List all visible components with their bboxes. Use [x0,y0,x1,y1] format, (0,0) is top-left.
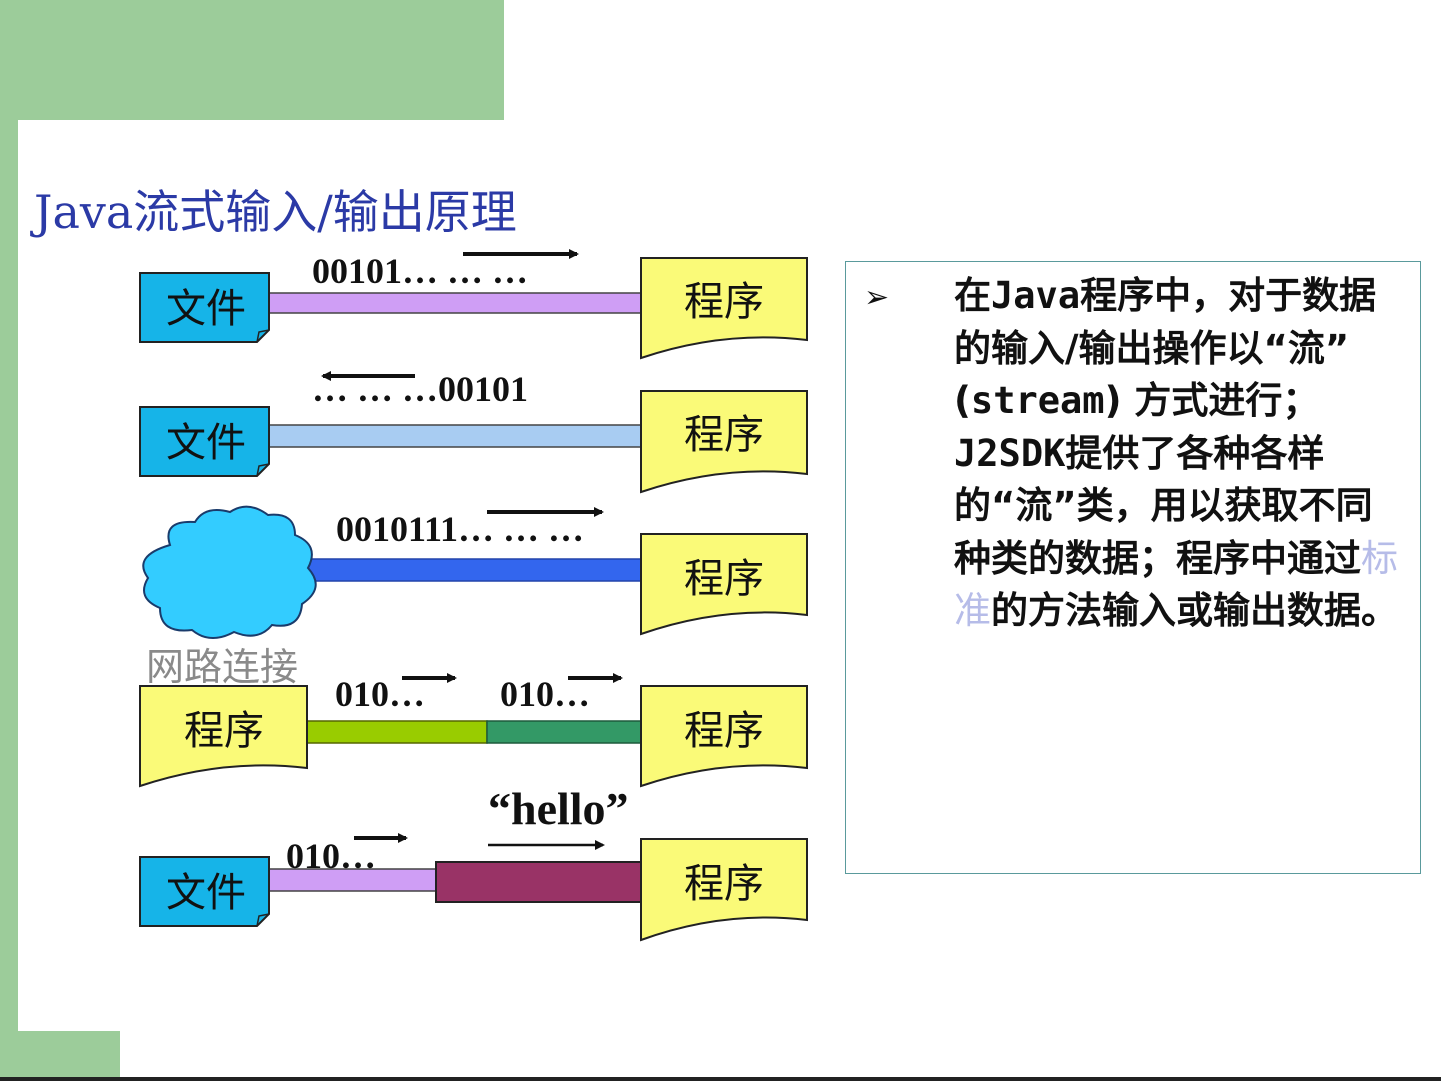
program-box-row3: 程序 [641,534,807,634]
pipe-row3 [300,559,644,581]
pipe-row1 [266,293,644,313]
bits-row4b: 010… [500,673,590,715]
program-box-row5: 程序 [641,839,807,940]
program-label: 程序 [684,556,764,602]
pipe-row4a [305,721,487,743]
bits-row2: … … …00101 [312,368,528,410]
file-label: 文件 [166,420,246,466]
desc-part: ) 方式进行； [1105,379,1320,422]
file-box-row5: 文件 [140,857,269,926]
program-label: 程序 [684,412,764,458]
pipe-row4b [487,721,644,743]
program-box-row4-left: 程序 [140,686,307,786]
program-label: 程序 [184,708,264,754]
network-connection-label: 网路连接 [146,636,298,691]
desc-part: J2SDK [954,432,1065,475]
file-label: 文件 [166,870,246,916]
bits-row3: 0010111… … … [336,508,584,550]
file-box-row2: 文件 [140,407,269,476]
file-label: 文件 [166,286,246,332]
bullet-arrow-icon: ➢ [864,280,889,315]
program-box-row1: 程序 [641,258,807,358]
desc-part: stream [971,379,1105,422]
program-label: 程序 [684,279,764,325]
desc-part: 的方法输入或输出数据。 [991,589,1398,632]
bits-row5a: 010… [286,835,376,877]
pipe-row5b [436,862,644,902]
bits-row1: 00101… … … [312,250,528,292]
file-box-row1: 文件 [140,273,269,342]
bits-row4a: 010… [335,673,425,715]
desc-part: Java [991,274,1080,317]
program-box-row4-right: 程序 [641,686,807,786]
hello-label: “hello” [488,782,629,835]
program-label: 程序 [684,861,764,907]
desc-part: 在 [954,274,991,317]
program-box-row2: 程序 [641,391,807,492]
description-box: ➢ 在Java程序中，对于数据的输入/输出操作以“流” (stream) 方式进… [845,261,1421,874]
pipe-row2 [266,425,644,447]
description-text: 在Java程序中，对于数据的输入/输出操作以“流” (stream) 方式进行；… [954,270,1404,638]
program-label: 程序 [684,708,764,754]
cloud-icon [143,507,315,638]
